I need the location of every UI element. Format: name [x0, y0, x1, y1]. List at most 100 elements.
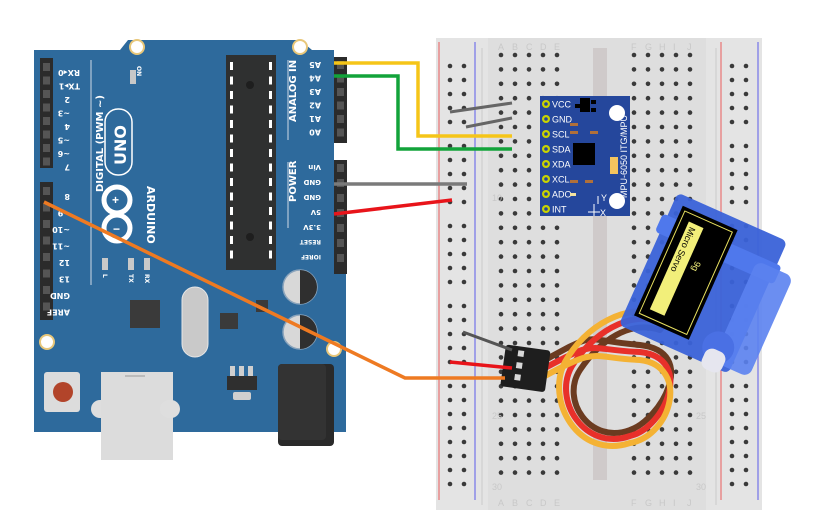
mpu-pin-hole [544, 162, 548, 166]
breadboard-hole [526, 110, 532, 115]
row-label-25: 25 [492, 411, 502, 421]
digital-pin [43, 157, 50, 166]
breadboard-hole [659, 167, 665, 173]
servo-cable [542, 307, 675, 449]
breadboard-hole [631, 239, 637, 245]
breadboard-hole [526, 283, 532, 288]
breadboard-hole [498, 254, 504, 259]
breadboard-hole [645, 110, 651, 115]
rail-hole [447, 331, 453, 337]
digital-pin-label: ~11 [52, 242, 70, 251]
rail-hole [743, 157, 749, 163]
power-header-label: POWER [288, 160, 299, 202]
breadboard-hole [526, 398, 532, 403]
breadboard-hole [631, 153, 637, 159]
breadboard-hole [498, 52, 504, 58]
column-label: I [673, 498, 676, 508]
digital-pin-label: 12 [59, 258, 70, 267]
breadboard-hole [659, 470, 665, 475]
wire-a5-scl [334, 61, 512, 138]
rail-hole [729, 63, 735, 69]
column-label: E [554, 498, 560, 508]
rail-hole [461, 185, 467, 191]
breadboard-hole [512, 67, 518, 72]
breadboard-hole [512, 470, 518, 475]
breadboard-hole [673, 81, 679, 87]
rail-hole [447, 185, 453, 191]
breadboard-hole [554, 239, 560, 245]
digital-header-0-7 [40, 58, 53, 168]
breadboard-hole [631, 211, 637, 216]
breadboard-hole [498, 167, 504, 173]
rail-hole [729, 383, 735, 389]
breadboard-hole [687, 369, 693, 375]
breadboard-hole [673, 167, 679, 173]
breadboard-hole [687, 455, 693, 461]
rail-hole [729, 467, 735, 473]
digital-pin [43, 269, 50, 278]
breadboard-hole [631, 383, 637, 389]
rail-hole [461, 467, 467, 473]
servo-body: Micro Servo 9g [620, 194, 791, 375]
rail-hole [743, 467, 749, 473]
breadboard-hole [526, 167, 532, 173]
breadboard-hole [554, 441, 560, 447]
breadboard-hole [512, 254, 518, 259]
led-label-l: L [101, 274, 108, 278]
breadboard-hole [673, 355, 679, 360]
breadboard-hole [645, 153, 651, 159]
mpu-pin-hole [544, 102, 548, 106]
led-label-rx: RX [143, 274, 150, 284]
rail-hole [743, 425, 749, 431]
svg-text:−: − [113, 222, 120, 236]
digital-pin [43, 90, 50, 98]
breadboard-hole [526, 81, 532, 87]
wire-servo-vcc [449, 360, 513, 370]
column-label: A [498, 42, 504, 52]
chip-pin [230, 221, 233, 230]
mpu-mount-hole [609, 105, 625, 121]
small-chip [220, 313, 238, 329]
rail-hole [743, 439, 749, 445]
breadboard-hole [526, 95, 532, 101]
breadboard-hole [687, 67, 693, 72]
breadboard-hole [526, 427, 532, 432]
rail-hole [461, 453, 467, 459]
rail-hole [461, 397, 467, 403]
digital-pin-label: ~10 [52, 225, 70, 234]
breadboard-hole [498, 81, 504, 87]
wires [333, 61, 513, 216]
breadboard-hole [645, 383, 651, 389]
breadboard-hole [526, 67, 532, 72]
mpu-pin-label: XCL [552, 175, 570, 185]
chip-pin [269, 91, 272, 99]
breadboard-hole [631, 268, 637, 274]
mpu-pin-label: ADO [552, 190, 572, 200]
usb-chip [130, 300, 160, 328]
rail-hole [729, 119, 735, 125]
reset-button-cap [53, 382, 73, 402]
chip-pin [230, 62, 233, 70]
rail-hole [461, 383, 467, 389]
breadboard-hole [554, 427, 560, 432]
column-label: G [645, 498, 652, 508]
rail-hole [461, 223, 467, 229]
digital-pin-label: 13 [59, 275, 70, 284]
rail-hole [447, 77, 453, 83]
breadboard-hole [526, 124, 532, 130]
breadboard-hole [673, 153, 679, 159]
column-label: E [554, 42, 560, 52]
breadboard-hole [645, 225, 651, 231]
breadboard-hole [512, 52, 518, 58]
breadboard-hole [673, 441, 679, 447]
column-label: D [540, 498, 547, 508]
rail-hole [461, 77, 467, 83]
digital-pin [43, 286, 50, 294]
breadboard-hole [631, 81, 637, 87]
digital-header-8-13 [40, 182, 53, 320]
breadboard-hole [526, 455, 532, 461]
breadboard-hole [687, 427, 693, 432]
breadboard-hole [659, 427, 665, 432]
